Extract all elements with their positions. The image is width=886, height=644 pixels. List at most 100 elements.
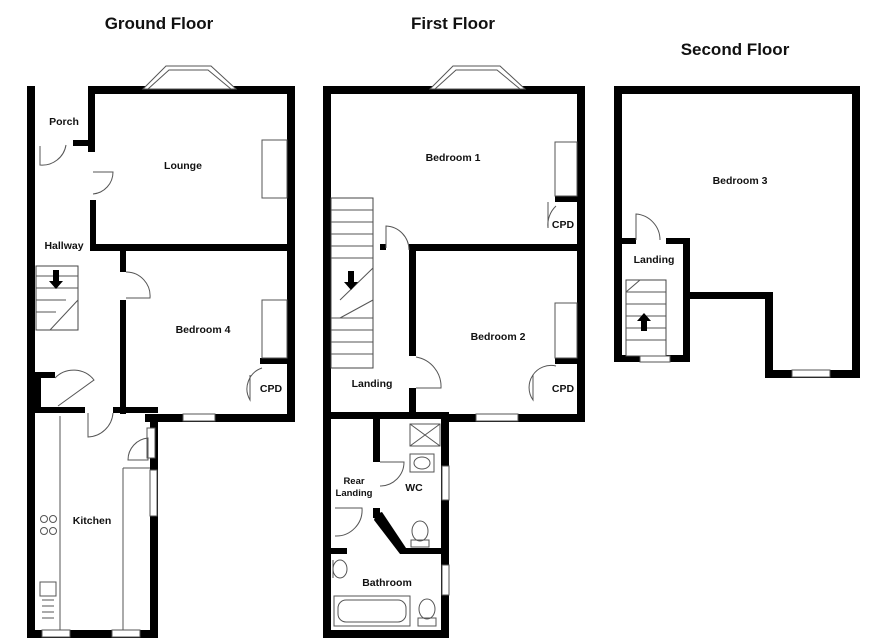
bedroom1-label: Bedroom 1: [426, 152, 481, 164]
hall-stub-v: [35, 372, 41, 412]
kitchen-right-wall: [150, 414, 158, 638]
cpd-b1-label: CPD: [552, 219, 575, 231]
bedroom3-label: Bedroom 3: [713, 175, 768, 187]
wc-left-wall-top: [373, 412, 380, 462]
bed4-left-wall-top: [120, 244, 126, 272]
bed2-door: [415, 356, 442, 389]
bedroom2-label: Bedroom 2: [471, 331, 526, 343]
landing-top-stub-left: [622, 238, 636, 244]
second-step-wall-v: [765, 292, 773, 378]
hall-cupboard-door: [54, 369, 95, 407]
wc-angled-wall: [374, 512, 406, 554]
lounge-left-wall: [90, 200, 96, 250]
landing-top-stub-right: [666, 238, 690, 244]
bed3-door: [635, 213, 661, 241]
second-stairs: [625, 279, 671, 363]
cpd-ground-wall: [260, 358, 294, 364]
first-floor: First Floor: [323, 14, 585, 638]
bed2-left-wall-bottom: [409, 388, 416, 418]
first-floor-title: First Floor: [411, 14, 495, 33]
bed4-left-wall: [120, 300, 126, 414]
wc-door: [379, 461, 405, 487]
bathroom-window: [441, 564, 450, 596]
bed2-left-wall-top: [409, 244, 416, 356]
second-left-wall: [614, 86, 622, 362]
kitchen-top-wall-right: [113, 407, 158, 413]
second-stairs-up-arrow-icon: [637, 313, 651, 331]
landing-bottom-wall: [331, 412, 449, 419]
rear-landing-door: [334, 507, 363, 537]
second-top-wall: [614, 86, 860, 94]
wc-bottom-wall: [400, 548, 444, 554]
cpd-ground-label: CPD: [260, 383, 283, 395]
bathroom-basin-icon: [332, 559, 348, 579]
bed1-bottom-wall: [409, 244, 585, 251]
porch-stub: [73, 140, 95, 146]
first-stairs-down-arrow-icon: [344, 271, 358, 290]
kitchen-top-wall-left: [35, 407, 85, 413]
kitchen-window-1: [41, 629, 71, 638]
wc-window: [441, 465, 450, 501]
cpd-b2-wall: [555, 358, 585, 364]
rear-landing-label-line2: Landing: [336, 488, 373, 499]
wc-toilet-icon: [410, 520, 430, 548]
bed1-chimney-breast: [554, 141, 578, 197]
first-right-wall: [577, 86, 585, 422]
kitchen-label: Kitchen: [73, 515, 112, 527]
rear-landing-label-line1: Rear: [343, 476, 364, 487]
first-top-wall: [323, 86, 585, 94]
wc-label: WC: [405, 482, 423, 494]
lounge-chimney-breast: [261, 139, 288, 199]
cpd-ground-door: [246, 367, 263, 402]
hall-stub: [35, 372, 55, 378]
second-floor: Second Floor Bedroom 3 Landin: [614, 40, 860, 378]
cpd-b1-wall: [555, 196, 585, 202]
lounge-bay-inner: [147, 69, 232, 90]
kitchen-back-door: [146, 427, 156, 459]
bathroom-right-wall: [441, 414, 449, 638]
landing-right-wall: [683, 238, 690, 362]
second-step-wall-h: [683, 292, 773, 299]
porch-door: [39, 144, 67, 166]
cpd-b2-label: CPD: [552, 383, 575, 395]
second-right-wall: [852, 86, 860, 378]
wc-basin-icon: [409, 453, 435, 473]
kitchen-door: [87, 412, 114, 438]
porch-wall: [88, 86, 95, 152]
lounge-bottom-wall: [90, 244, 295, 251]
bath-icon: [333, 595, 411, 627]
bed1-door: [385, 225, 410, 251]
cpd-b1-door: [547, 202, 557, 229]
back-door-swing: [127, 437, 149, 461]
ground-top-wall: [88, 86, 294, 94]
sink-icon: [39, 581, 57, 619]
kitchen-window-2: [111, 629, 141, 638]
second-floor-title: Second Floor: [681, 40, 790, 59]
bed1-bay-inner: [434, 69, 521, 90]
bed4-chimney-breast: [261, 299, 288, 359]
ground-left-wall: [27, 86, 35, 638]
ground-bottom-wall: [27, 630, 158, 638]
ground-floor-title: Ground Floor: [105, 14, 214, 33]
shower-tray-icon: [409, 423, 441, 447]
first-bottom-wall: [323, 630, 449, 638]
bed3-window: [791, 369, 831, 378]
bedroom4-label: Bedroom 4: [176, 324, 231, 336]
bathroom-toilet-icon: [417, 598, 437, 627]
bed2-chimney-breast: [554, 302, 578, 359]
ground-rear-wall: [145, 414, 295, 422]
lounge-door: [92, 171, 114, 195]
cpd-b2-door: [528, 364, 557, 402]
ground-floor: Ground Floor: [27, 14, 295, 638]
bed4-door: [125, 271, 151, 299]
ground-stairs: [35, 265, 79, 331]
first-left-wall: [323, 86, 331, 638]
hob-icon: [40, 515, 57, 535]
ground-right-wall: [287, 86, 295, 422]
first-stairs: [330, 197, 374, 369]
bathroom-top-stub: [331, 548, 347, 554]
bed1-wall-stub: [380, 244, 386, 250]
kitchen-window-side: [149, 469, 158, 517]
bed4-window: [182, 413, 216, 422]
